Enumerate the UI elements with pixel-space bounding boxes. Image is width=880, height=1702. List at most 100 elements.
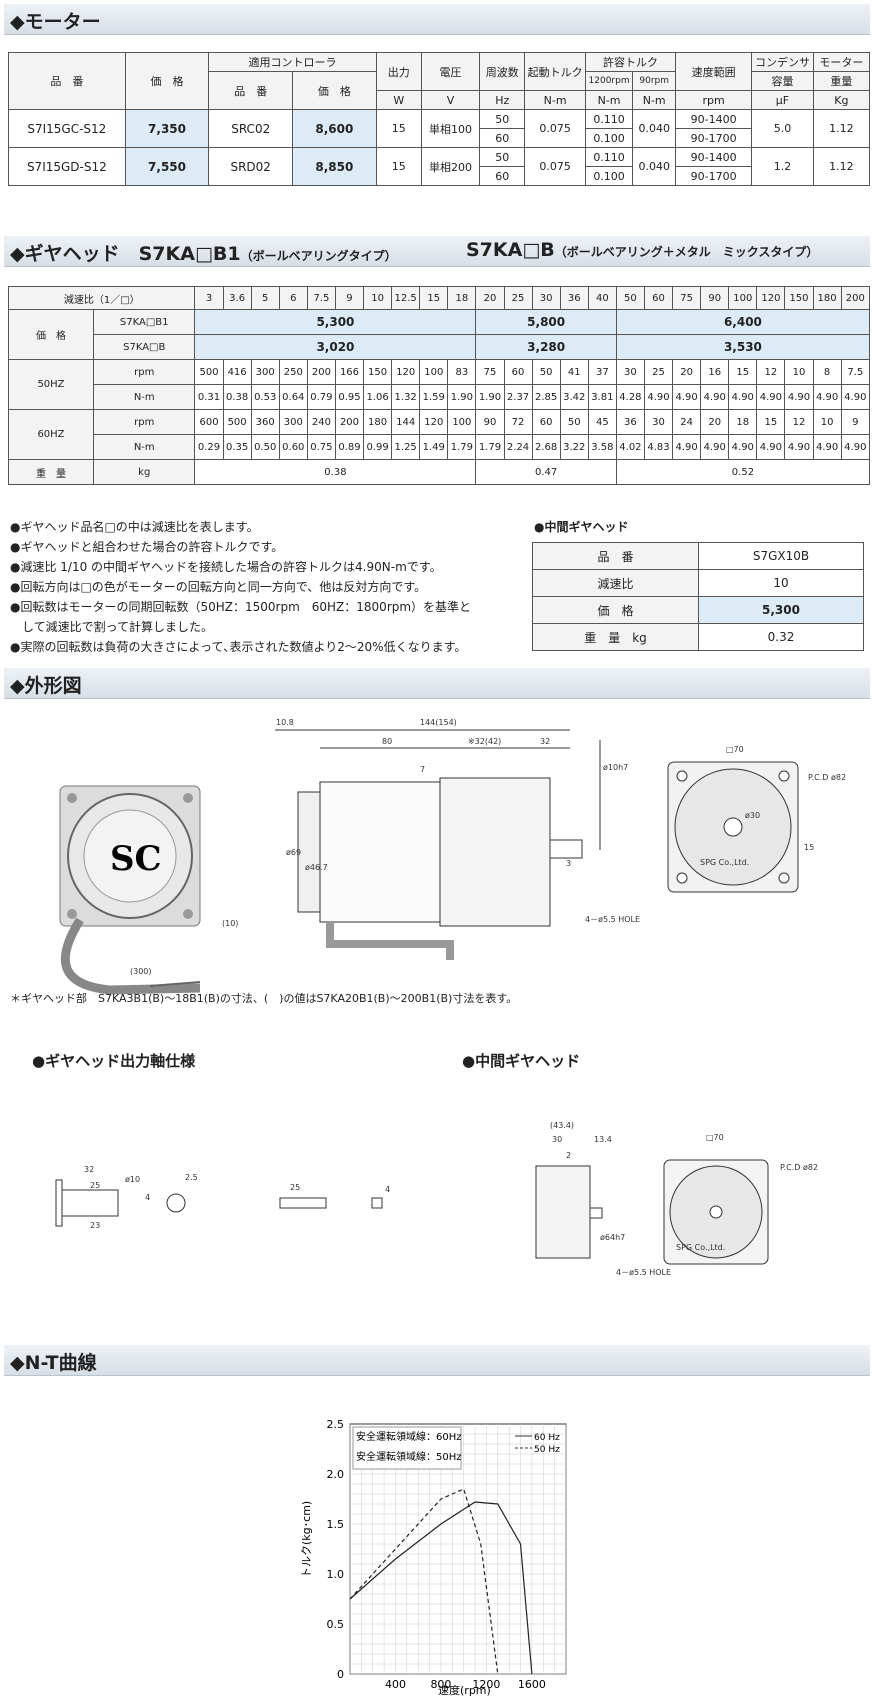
dim-32-42: ※32(42) xyxy=(468,737,501,746)
weight-unit: kg xyxy=(92,459,196,485)
gear-cell: 15 xyxy=(756,409,786,435)
gear-cell: 2.37 xyxy=(503,384,533,410)
b1-label: S7KA□B1 xyxy=(92,309,196,335)
shaft-dim-10: ø10 xyxy=(125,1175,140,1184)
gear-cell: 0.99 xyxy=(363,434,393,460)
motor-part: S7I15GC-S12 xyxy=(8,109,126,148)
outline-title: ◆外形図 xyxy=(10,675,82,697)
gear-cell: 4.90 xyxy=(784,384,814,410)
gear-cell: 0.53 xyxy=(250,384,280,410)
dim-7: 7 xyxy=(420,765,425,774)
voltage: 単相200 xyxy=(420,147,481,186)
torque-1200-50: 0.110 xyxy=(584,109,634,129)
hdr-motor-weight: モーター xyxy=(812,52,871,72)
gear-cell: 60 xyxy=(531,409,561,435)
gear-cell: 416 xyxy=(222,359,252,385)
shaft-dim-25: 25 xyxy=(90,1181,100,1190)
ratio-cell: 18 xyxy=(447,286,477,310)
gear-cell: 120 xyxy=(391,359,421,385)
motor-weight: 1.12 xyxy=(812,109,871,148)
gear-weight: 0.52 xyxy=(615,459,871,485)
ratio-cell: 12.5 xyxy=(391,286,421,310)
gear-cell: 60 xyxy=(503,359,533,385)
gear-cell: 75 xyxy=(475,359,505,385)
gear-cell: 1.79 xyxy=(447,434,477,460)
gear-cell: 10 xyxy=(784,359,814,385)
series-line-60hz xyxy=(349,1501,533,1675)
ratio-cell: 120 xyxy=(756,286,786,310)
y-tick-label: 1.5 xyxy=(327,1518,345,1531)
gear-cell: 360 xyxy=(250,409,280,435)
gear-cell: 12 xyxy=(756,359,786,385)
hdr-90rpm: 90rpm xyxy=(632,71,677,91)
gear-cell: 500 xyxy=(222,409,252,435)
dim-3: 3 xyxy=(566,859,571,868)
shaft-dim-4: 4 xyxy=(145,1193,150,1202)
mid-part: S7GX10B xyxy=(698,542,864,570)
gearhead-title: ◆ギヤヘッド S7KA□B1 xyxy=(10,243,241,265)
gear-cell: 4.90 xyxy=(812,434,842,460)
gear-cell: 1.32 xyxy=(391,384,421,410)
gear-cell: 8 xyxy=(812,359,842,385)
unit-v: V xyxy=(420,90,481,110)
note-line: ●実際の回転数は負荷の大きさによって､表示された数値より2〜20%低くなります。 xyxy=(10,640,467,654)
mid-gearhead-drawing xyxy=(535,1159,769,1265)
capacitor: 5.0 xyxy=(751,109,814,148)
b-price: 3,020 xyxy=(194,334,477,360)
ratio-cell: 6 xyxy=(278,286,308,310)
gear-cell: 4.90 xyxy=(840,434,871,460)
gearhead-section-header: ◆ギヤヘッド S7KA□B1（ボールベアリングタイプ） S7KA□B（ボールベア… xyxy=(4,236,870,267)
ratio-cell: 200 xyxy=(840,286,871,310)
gear-cell: 83 xyxy=(447,359,477,385)
hz50-label: 50HZ xyxy=(8,359,94,410)
hz60-label: 60HZ xyxy=(8,409,94,460)
legend-50hz: 安全運転領域線：50Hz xyxy=(356,1450,462,1463)
motor-weight: 1.12 xyxy=(812,147,871,186)
ratio-cell: 36 xyxy=(559,286,589,310)
motor-title: ◆モーター xyxy=(10,11,101,33)
mid-dim-sq70: □70 xyxy=(706,1133,724,1142)
output: 15 xyxy=(375,147,422,186)
gear-cell: 1.90 xyxy=(447,384,477,410)
ratio-cell: 9 xyxy=(334,286,365,310)
unit-w: W xyxy=(375,90,422,110)
ratio-cell: 180 xyxy=(812,286,842,310)
gear-cell: 4.90 xyxy=(728,434,758,460)
spg-label: SPG Co.,Ltd. xyxy=(700,858,749,867)
gear-cell: 0.31 xyxy=(194,384,224,410)
ratio-cell: 5 xyxy=(250,286,280,310)
gear-cell: 1.25 xyxy=(391,434,421,460)
dim-46-7: ø46.7 xyxy=(305,863,328,872)
gear-cell: 37 xyxy=(587,359,617,385)
gear-cell: 30 xyxy=(643,409,674,435)
ratio-cell: 100 xyxy=(728,286,758,310)
gear-cell: 1.90 xyxy=(475,384,505,410)
gear-cell: 4.83 xyxy=(643,434,674,460)
mid-dim-30: 30 xyxy=(552,1135,562,1144)
shaft-and-mid-drawing: 32 25 23 ø10 4 2.5 25 4 (43.4) 30 13.4 2… xyxy=(55,1121,818,1277)
motor-front-view xyxy=(667,761,799,893)
gear-cell: 0.35 xyxy=(222,434,252,460)
gear-cell: 41 xyxy=(559,359,589,385)
controller-price: 8,600 xyxy=(292,109,377,148)
unit-kg: Kg xyxy=(812,90,871,110)
mid-dim-13-4: 13.4 xyxy=(594,1135,612,1144)
outline-drawing: SC 10.8 144(154) 80 ※32(42) 32 7 3 ø69 ø… xyxy=(59,718,846,995)
gear-cell: 4.90 xyxy=(756,384,786,410)
unit-nm: N-m xyxy=(632,90,677,110)
freq-50: 50 xyxy=(479,109,526,129)
unit-uf: μF xyxy=(751,90,814,110)
gear-cell: 3.22 xyxy=(559,434,589,460)
gear-cell: 600 xyxy=(194,409,224,435)
gear-cell: 4.90 xyxy=(784,434,814,460)
unit-hz: Hz xyxy=(479,90,526,110)
mid-gearhead-title: ●中間ギヤヘッド xyxy=(534,520,629,534)
hdr-allow-torque: 許容トルク xyxy=(584,52,677,72)
key-dim-4: 4 xyxy=(385,1185,390,1194)
note-line: ●ギヤヘッドと組合わせた場合の許容トルクです。 xyxy=(10,540,284,554)
hdr-speed-range: 速度範囲 xyxy=(675,52,753,91)
gear-cell: 2.68 xyxy=(531,434,561,460)
gear-cell: 20 xyxy=(672,359,702,385)
gear-cell: 50 xyxy=(559,409,589,435)
